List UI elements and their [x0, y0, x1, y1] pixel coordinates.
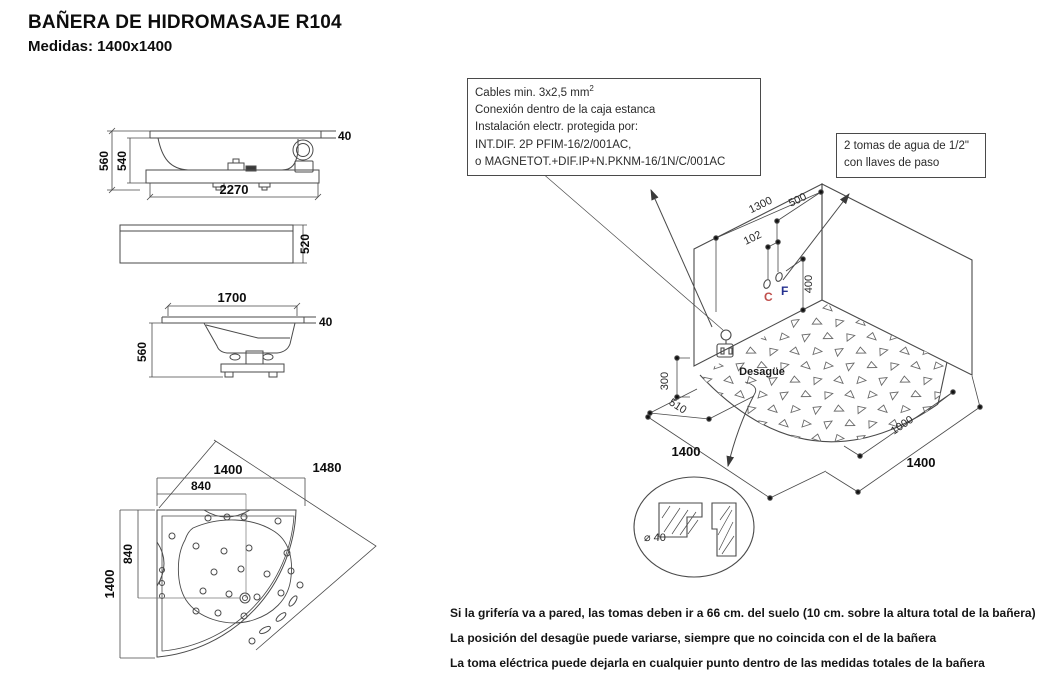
dim-drain-y: 840	[121, 544, 135, 564]
side-view-long	[107, 127, 336, 201]
page-subtitle: Medidas: 1400x1400	[28, 38, 173, 55]
cold-water-label: F	[781, 284, 788, 298]
dim-diagonal: 1480	[313, 460, 342, 475]
leader-to-socket	[540, 171, 724, 331]
front-panel	[119, 224, 307, 264]
water-line-1: 2 tomas de agua de 1/2"	[844, 140, 969, 152]
electrical-line-1: Cables min. 3x2,5 mm2	[475, 84, 594, 99]
dim-width: 1700	[218, 290, 247, 305]
dim-wall-width: 1300	[747, 195, 774, 217]
tub-foot	[258, 182, 271, 188]
drain-detail	[633, 476, 755, 578]
note-drain-position: La posición del desagüe puede variarse, …	[450, 631, 937, 645]
dim-side-right: 1400	[907, 455, 936, 470]
headrest	[156, 541, 165, 587]
tub-footprint-edge	[699, 374, 939, 443]
arrow-to-water-box	[782, 193, 850, 281]
dim-rim-thickness: 40	[319, 315, 333, 329]
dim-drain-x: 840	[191, 479, 211, 493]
electrical-line-5: o MAGNETOT.+DIF.IP+N.PKNM-16/1N/C/001AC	[475, 155, 726, 168]
dim-tap-offset: 500	[787, 191, 809, 210]
dim-tub-height: 540	[115, 151, 129, 171]
electrical-line-4: INT.DIF. 2P PFIM-16/2/001AC,	[475, 138, 632, 151]
dim-height: 560	[135, 342, 149, 362]
drain-fitting	[227, 162, 245, 171]
side-view-short	[149, 302, 316, 378]
dim-length: 2270	[220, 182, 249, 197]
tub-foot	[268, 371, 278, 378]
base-plate	[220, 363, 285, 373]
arrow-to-drain-detail	[726, 394, 755, 468]
dim-side-left: 1400	[672, 444, 701, 459]
rim-jet	[259, 625, 271, 635]
dim-front-width: 1000	[889, 414, 916, 438]
dim-rim-thickness: 40	[338, 129, 352, 143]
basin-contour	[177, 519, 292, 624]
tub-rim	[161, 316, 305, 324]
drain-symbol	[744, 381, 757, 396]
arrow-to-electrical-box	[650, 188, 713, 328]
dim-plan-depth: 1400	[102, 570, 117, 599]
plan-view	[119, 439, 377, 659]
cold-water-outlet	[775, 272, 783, 282]
pump-icon	[292, 139, 314, 161]
tub-skirt	[145, 169, 320, 184]
drain-label: Desagüe	[739, 366, 785, 378]
dim-total-height: 560	[97, 151, 111, 171]
floor-section	[658, 502, 703, 538]
hot-water-label: C	[764, 290, 773, 304]
drain-diameter-label: ⌀ 40	[644, 532, 666, 544]
electrical-info-box: Cables min. 3x2,5 mm2 Conexión dentro de…	[467, 78, 761, 177]
dim-tap-height: 400	[803, 275, 815, 293]
right-wall	[821, 183, 973, 376]
superscript: 2	[589, 84, 594, 93]
water-info-box: 2 tomas de agua de 1/2" con llaves de pa…	[836, 133, 986, 178]
rim-jet	[288, 595, 298, 607]
diagonal-dimension-lines	[158, 439, 377, 651]
dim-socket-height: 300	[659, 372, 671, 390]
note-electrical-point: La toma eléctrica puede dejarla en cualq…	[450, 656, 985, 670]
dim-tap-spacing: 102	[742, 229, 764, 248]
rim-jet	[275, 612, 287, 622]
electrical-line-3: Instalación electr. protegida por:	[475, 121, 639, 134]
floor-section	[711, 502, 737, 557]
pump-box	[294, 160, 314, 173]
page-title: BAÑERA DE HIDROMASAJE R104	[28, 12, 342, 33]
dim-drain-wall-offset: 510	[667, 396, 689, 416]
dim-plan-width: 1400	[214, 462, 243, 477]
water-line-2: con llaves de paso	[844, 157, 940, 170]
drain	[239, 592, 251, 604]
tub-outline	[156, 509, 297, 658]
tub-profile	[203, 322, 296, 354]
hydro-jets	[168, 513, 295, 620]
hot-water-outlet	[763, 279, 771, 289]
tub-rim	[149, 130, 322, 139]
note-faucet-height: Si la grifería va a pared, las tomas deb…	[450, 606, 1036, 620]
electrical-line-2: Conexión dentro de la caja estanca	[475, 104, 656, 117]
dim-panel-height: 520	[298, 234, 312, 254]
tub-foot	[224, 371, 234, 378]
overflow-fitting	[245, 165, 257, 172]
electrical-socket-icon	[716, 329, 734, 358]
